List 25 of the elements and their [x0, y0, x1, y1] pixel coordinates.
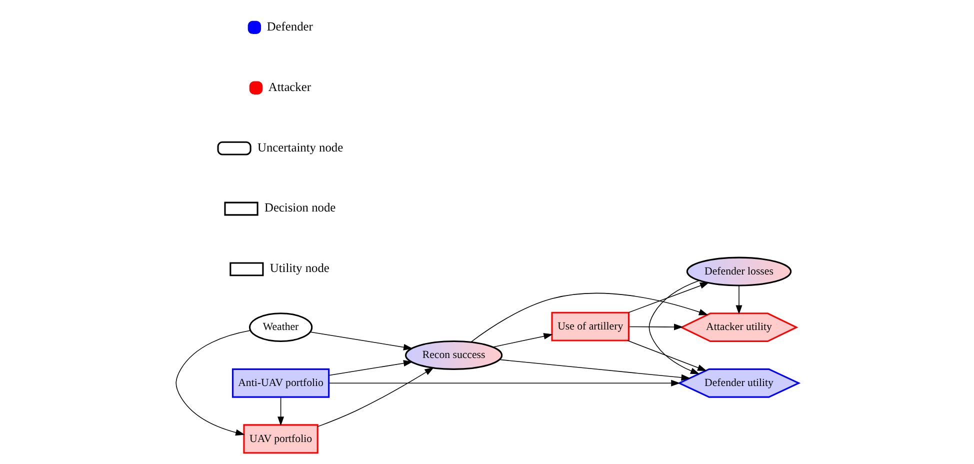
legend-label: Attacker: [268, 80, 310, 94]
arrow: [628, 324, 683, 330]
node-box: Use of artillery: [550, 312, 629, 342]
arrow: [277, 396, 284, 426]
arrow: [498, 359, 690, 381]
legend-label: Uncertainty node: [257, 140, 343, 154]
arrow: [316, 367, 434, 427]
arrow: [328, 360, 412, 376]
arrow: [626, 340, 706, 372]
legend-label: Decision node: [264, 200, 336, 215]
node-ellipse: Defender losses: [686, 256, 792, 286]
node-box: UAV portfolio: [242, 424, 318, 454]
arrow: [175, 330, 250, 436]
legend-label: Defender: [266, 19, 312, 34]
arrow: [492, 333, 553, 348]
arrow: [309, 332, 412, 350]
node-ellipse: Recon success: [404, 340, 502, 370]
arrow: [628, 282, 709, 313]
arrow: [328, 380, 680, 386]
node-box: Anti-UAV portfolio: [231, 368, 330, 398]
arrow: [735, 285, 742, 315]
node-ellipse: Weather: [248, 312, 312, 342]
arrow: [648, 280, 700, 374]
legend-label: Utility node: [269, 261, 329, 276]
arrow: [470, 292, 708, 342]
